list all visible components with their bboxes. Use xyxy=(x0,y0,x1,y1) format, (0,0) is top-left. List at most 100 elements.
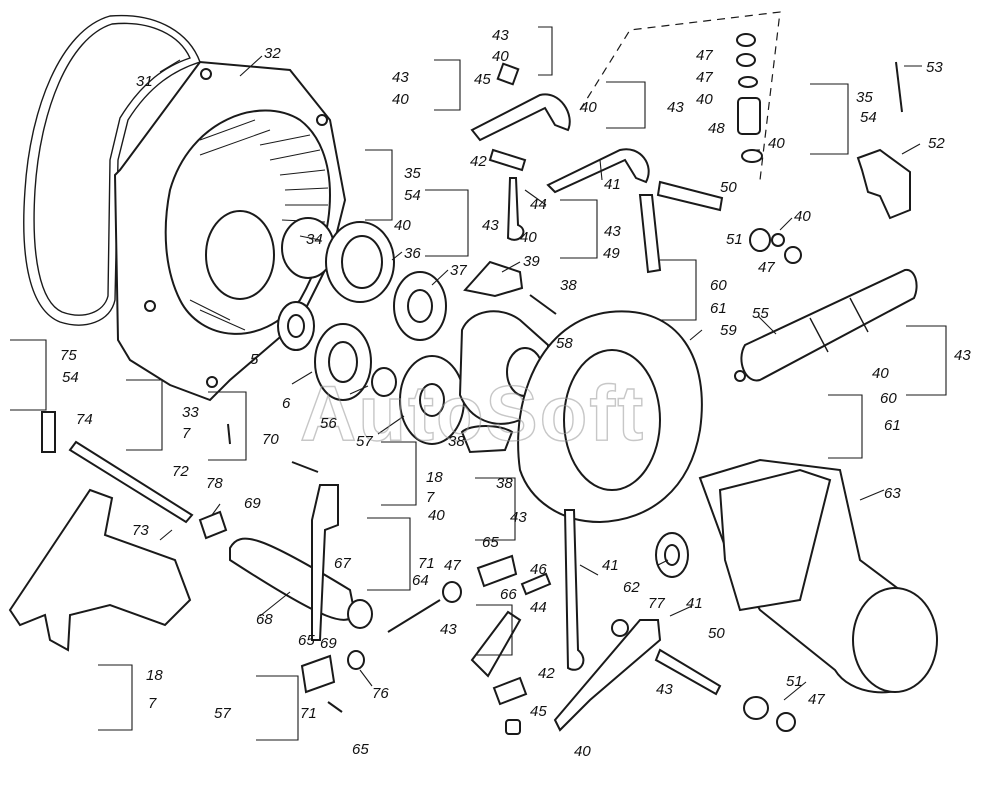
housing-59-bore xyxy=(563,349,661,491)
callout-76: 76 xyxy=(372,685,389,702)
callout-64: 64 xyxy=(412,572,429,589)
washer-6-bore xyxy=(328,341,358,383)
callout-51: 51 xyxy=(786,673,803,690)
elbow-63-opening xyxy=(852,587,938,693)
callout-46: 46 xyxy=(530,561,547,578)
rod-44a xyxy=(506,177,525,241)
callout-33: 33 xyxy=(182,404,199,421)
nut-76 xyxy=(347,650,365,670)
callout-72: 72 xyxy=(172,463,189,480)
callout-43: 43 xyxy=(667,99,684,116)
parts-layer xyxy=(8,11,938,735)
flange-63 xyxy=(718,468,832,612)
callout-43: 43 xyxy=(656,681,673,698)
nut-47c xyxy=(784,246,802,264)
hole xyxy=(206,376,218,388)
strap-49 xyxy=(638,194,662,274)
washer-40c xyxy=(738,76,758,88)
callout-50: 50 xyxy=(720,179,737,196)
callout-40: 40 xyxy=(520,229,537,246)
nut-77 xyxy=(611,619,629,637)
plate-74 xyxy=(41,411,56,453)
callout-59: 59 xyxy=(720,322,737,339)
callout-38: 38 xyxy=(560,277,577,294)
arm-41 xyxy=(546,148,650,194)
bolt-46 xyxy=(520,572,552,596)
callout-34: 34 xyxy=(306,231,323,248)
callout-42: 42 xyxy=(538,665,555,682)
callout-77: 77 xyxy=(648,595,665,612)
gasket-31-inner xyxy=(33,22,191,316)
bushing-69b xyxy=(347,599,373,629)
callout-36: 36 xyxy=(404,245,421,262)
callout-7: 7 xyxy=(182,425,191,442)
callout-51: 51 xyxy=(726,231,743,248)
callout-40: 40 xyxy=(394,217,411,234)
callout-69: 69 xyxy=(320,635,337,652)
shaft-72 xyxy=(68,440,194,524)
callout-41: 41 xyxy=(602,557,619,574)
leader-lines xyxy=(159,55,922,701)
pin-42a xyxy=(488,148,527,172)
lever-41-upper xyxy=(470,93,571,142)
bracket-73 xyxy=(8,488,192,652)
washer-37-bore xyxy=(407,289,433,323)
callout-53: 53 xyxy=(926,59,943,76)
callout-40: 40 xyxy=(428,507,445,524)
callout-71: 71 xyxy=(300,705,317,722)
spring-48 xyxy=(737,97,761,135)
nut-51b xyxy=(743,696,769,720)
watermark: AutoSoft xyxy=(300,369,645,457)
callout-43: 43 xyxy=(392,69,409,86)
callout-63: 63 xyxy=(884,485,901,502)
callout-54: 54 xyxy=(62,369,79,386)
arm-41c xyxy=(553,619,662,732)
callout-57: 57 xyxy=(356,433,373,450)
callout-60: 60 xyxy=(880,390,897,407)
callout-40: 40 xyxy=(872,365,889,382)
callout-31: 31 xyxy=(136,73,153,90)
hole xyxy=(144,300,156,312)
lever-vertical xyxy=(311,484,339,641)
callout-47: 47 xyxy=(696,69,713,86)
callout-70: 70 xyxy=(262,431,279,448)
washer-40e xyxy=(741,149,763,163)
bolt-53 xyxy=(895,61,903,113)
callout-66: 66 xyxy=(500,586,517,603)
callout-43: 43 xyxy=(492,27,509,44)
seal-62-bore xyxy=(664,544,680,566)
pin-78 xyxy=(227,423,231,445)
bushing-45b xyxy=(505,719,521,735)
callout-41: 41 xyxy=(604,176,621,193)
gasket-31 xyxy=(23,14,201,326)
nut-47d xyxy=(442,581,462,603)
callout-40: 40 xyxy=(768,135,785,152)
pin-70 xyxy=(291,461,319,473)
callout-43: 43 xyxy=(482,217,499,234)
washer-47b xyxy=(736,53,756,67)
pin-65c xyxy=(327,701,343,713)
callout-54: 54 xyxy=(860,109,877,126)
bushing-69a xyxy=(198,510,228,540)
nut-47e xyxy=(776,712,796,732)
pin-38 xyxy=(529,294,557,315)
bracket-44b xyxy=(470,610,522,678)
bushing-45a xyxy=(496,62,520,86)
callout-49: 49 xyxy=(603,245,620,262)
callout-32: 32 xyxy=(264,45,281,62)
callout-47: 47 xyxy=(808,691,825,708)
shaft-55-step xyxy=(809,317,829,353)
callout-39: 39 xyxy=(523,253,540,270)
block-42b xyxy=(492,676,528,706)
callout-numbers: 31 32 43 40 45 43 40 47 47 40 53 40 43 4… xyxy=(60,27,971,760)
shaft-55 xyxy=(740,268,918,382)
callout-45: 45 xyxy=(530,703,547,720)
callout-40: 40 xyxy=(574,743,591,760)
callout-45: 45 xyxy=(474,71,491,88)
callout-54: 54 xyxy=(404,187,421,204)
housing-32-bore xyxy=(205,210,275,300)
callout-47: 47 xyxy=(758,259,775,276)
callout-75: 75 xyxy=(60,347,77,364)
